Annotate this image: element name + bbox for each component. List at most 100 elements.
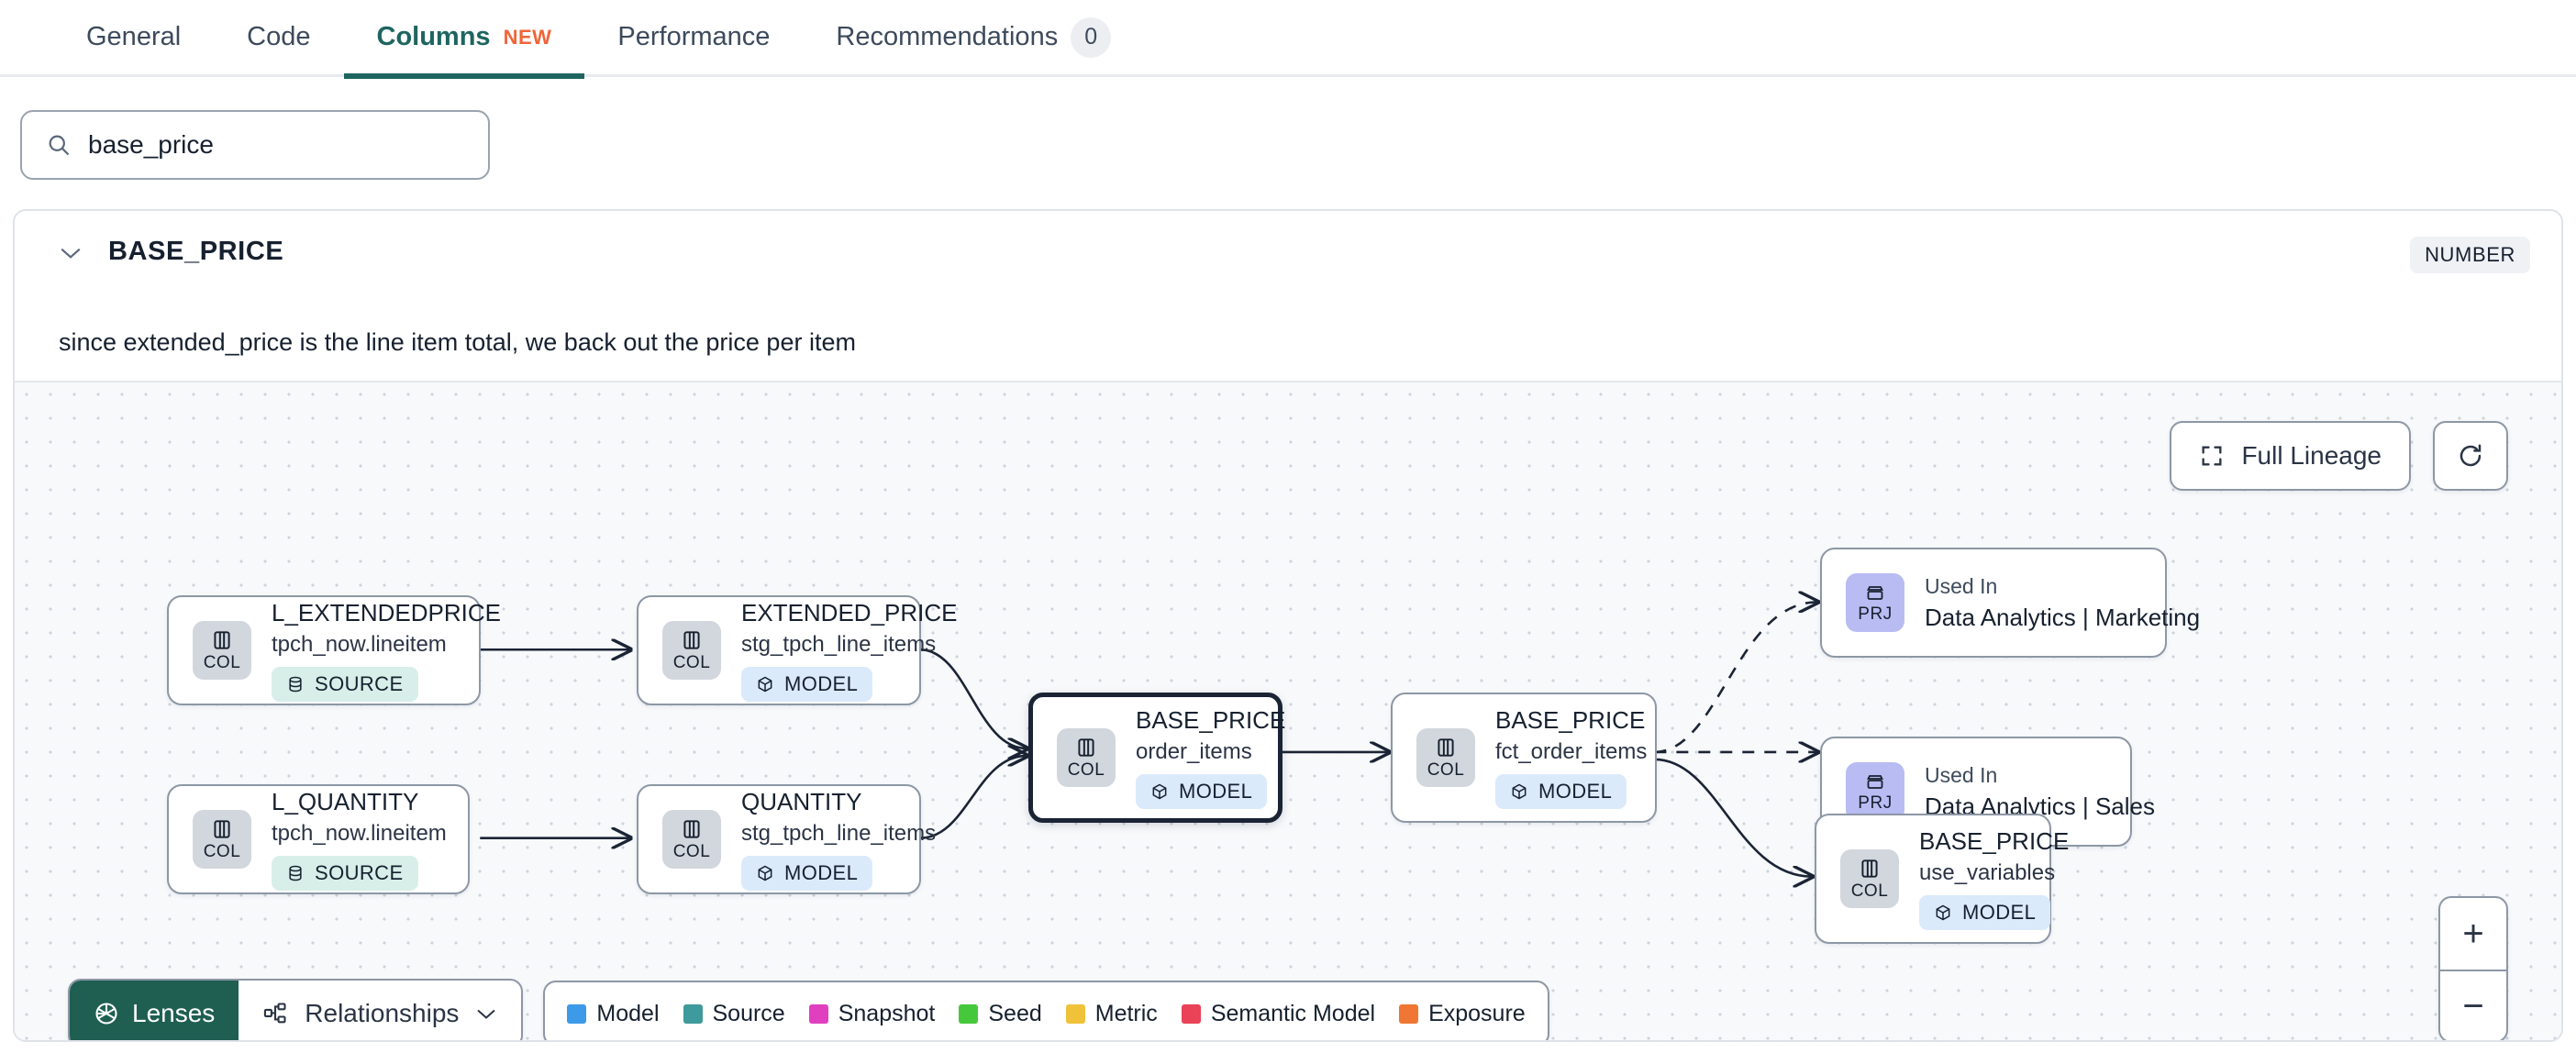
lenses-label: Lenses <box>132 999 216 1027</box>
node-title: Data Analytics | Marketing <box>1925 603 2201 631</box>
tab-bar: General Code Columns NEW Performance Rec… <box>0 0 2576 79</box>
legend-label: Seed <box>988 1000 1042 1026</box>
lineage-node-l-quantity[interactable]: COL L_QUANTITY tpch_now.lineitem SOURCE <box>167 784 470 894</box>
lineage-node-base-price-use-variables[interactable]: COL BASE_PRICE use_variables MODEL <box>1815 814 2069 944</box>
legend: Model Source Snapshot Seed Metric <box>543 981 1549 1040</box>
tab-recommendations[interactable]: Recommendations 0 <box>803 0 1144 76</box>
chip-label: COL <box>672 652 711 672</box>
search-icon <box>46 132 72 158</box>
prj-chip: PRJ <box>1846 573 1904 632</box>
full-lineage-button[interactable]: Full Lineage <box>2170 421 2411 491</box>
tab-label: General <box>86 22 182 51</box>
legend-swatch <box>1181 1003 1201 1024</box>
zoom-out-button[interactable]: − <box>2440 970 2506 1040</box>
node-type-pill: MODEL <box>1136 774 1268 809</box>
node-title: L_EXTENDEDPRICE <box>272 599 501 626</box>
database-icon <box>286 675 305 693</box>
node-title: QUANTITY <box>741 788 862 815</box>
pill-label: MODEL <box>1179 780 1253 803</box>
col-chip: COL <box>193 621 251 680</box>
tab-new-badge: NEW <box>503 25 552 49</box>
chip-label: COL <box>203 652 241 672</box>
node-type-pill: MODEL <box>741 667 873 702</box>
lineage-node-project-marketing[interactable]: PRJ Used In Data Analytics | Marketing <box>1820 548 2200 658</box>
column-description: since extended_price is the line item to… <box>59 328 856 356</box>
full-lineage-label: Full Lineage <box>2241 441 2382 470</box>
legend-swatch <box>1399 1003 1419 1024</box>
legend-item-seed: Seed <box>959 1000 1042 1027</box>
chip-label: COL <box>672 841 711 861</box>
legend-label: Exposure <box>1428 1000 1526 1026</box>
zoom-controls: + − <box>2438 896 2508 1040</box>
legend-item-model: Model <box>567 1000 660 1027</box>
node-type-pill: SOURCE <box>272 667 418 702</box>
pill-label: MODEL <box>784 861 859 884</box>
legend-label: Model <box>596 1000 660 1026</box>
node-used-in-label: Used In <box>1925 762 1998 787</box>
node-title: L_QUANTITY <box>272 788 419 815</box>
tab-label: Recommendations <box>836 22 1059 51</box>
lineage-node-base-price-order-items[interactable]: COL BASE_PRICE order_items MODEL <box>1028 693 1286 823</box>
pill-label: MODEL <box>1538 780 1613 803</box>
lineage-canvas[interactable]: COL L_EXTENDEDPRICE tpch_now.lineitem SO… <box>15 381 2561 1042</box>
cube-icon <box>1510 782 1528 801</box>
legend-item-source: Source <box>683 1001 785 1027</box>
database-icon <box>286 864 305 882</box>
search-row: base_price <box>0 77 2576 180</box>
lineage-node-base-price-fct-order-items[interactable]: COL BASE_PRICE fct_order_items MODEL <box>1391 693 1657 823</box>
node-type-pill: MODEL <box>1919 895 2051 930</box>
page-title: BASE_PRICE <box>108 237 284 266</box>
node-title: BASE_PRICE <box>1495 706 1646 734</box>
zoom-in-button[interactable]: + <box>2462 913 2484 954</box>
node-type-pill: MODEL <box>1495 774 1627 809</box>
node-subtitle: fct_order_items <box>1495 739 1648 764</box>
chip-label: COL <box>203 841 241 861</box>
relationships-icon <box>262 1001 288 1026</box>
legend-item-snapshot: Snapshot <box>808 1000 936 1027</box>
legend-swatch <box>683 1003 703 1024</box>
col-chip: COL <box>662 810 721 869</box>
node-subtitle: stg_tpch_line_items <box>741 632 937 657</box>
legend-swatch <box>1065 1003 1085 1024</box>
tab-code[interactable]: Code <box>214 0 343 76</box>
chip-label: PRJ <box>1858 793 1893 813</box>
legend-swatch <box>959 1003 979 1024</box>
node-title: BASE_PRICE <box>1919 827 2070 855</box>
node-subtitle: order_items <box>1136 739 1252 764</box>
graph-toolbar: Lenses Relationships <box>68 979 1549 1040</box>
legend-label: Snapshot <box>838 1000 936 1026</box>
legend-swatch <box>567 1003 587 1024</box>
lineage-edges <box>480 382 2561 1042</box>
aperture-icon <box>94 1001 119 1026</box>
relationships-button[interactable]: Relationships <box>239 981 521 1040</box>
node-used-in-label: Used In <box>1925 573 1998 598</box>
lineage-node-extended-price[interactable]: COL EXTENDED_PRICE stg_tpch_line_items M… <box>637 595 958 705</box>
tab-general[interactable]: General <box>53 0 214 76</box>
search-input[interactable]: base_price <box>20 110 490 180</box>
lineage-node-quantity[interactable]: COL QUANTITY stg_tpch_line_items MODEL <box>637 784 936 894</box>
cube-icon <box>1934 903 1952 922</box>
node-type-pill: MODEL <box>741 856 873 891</box>
node-subtitle: tpch_now.lineitem <box>272 821 447 846</box>
lenses-group: Lenses Relationships <box>68 979 524 1040</box>
pill-label: SOURCE <box>315 672 404 695</box>
legend-swatch <box>808 1003 828 1024</box>
node-type-pill: SOURCE <box>272 856 418 891</box>
expand-icon <box>2199 443 2225 469</box>
node-subtitle: stg_tpch_line_items <box>741 821 937 846</box>
tab-columns[interactable]: Columns NEW <box>343 0 585 79</box>
refresh-icon <box>2457 442 2484 470</box>
pill-label: SOURCE <box>315 861 404 884</box>
pill-label: MODEL <box>1962 901 2037 924</box>
status-badge: NUMBER <box>2410 237 2530 273</box>
lenses-button[interactable]: Lenses <box>70 981 239 1040</box>
lineage-node-l-extendedprice[interactable]: COL L_EXTENDEDPRICE tpch_now.lineitem SO… <box>167 595 501 705</box>
node-subtitle: use_variables <box>1919 860 2056 885</box>
prj-chip: PRJ <box>1846 762 1904 821</box>
tab-performance[interactable]: Performance <box>584 0 803 76</box>
chevron-down-icon[interactable] <box>59 240 83 264</box>
node-title: BASE_PRICE <box>1136 706 1286 734</box>
refresh-button[interactable] <box>2433 421 2508 491</box>
cube-icon <box>756 675 774 693</box>
legend-item-metric: Metric <box>1065 1001 1158 1027</box>
